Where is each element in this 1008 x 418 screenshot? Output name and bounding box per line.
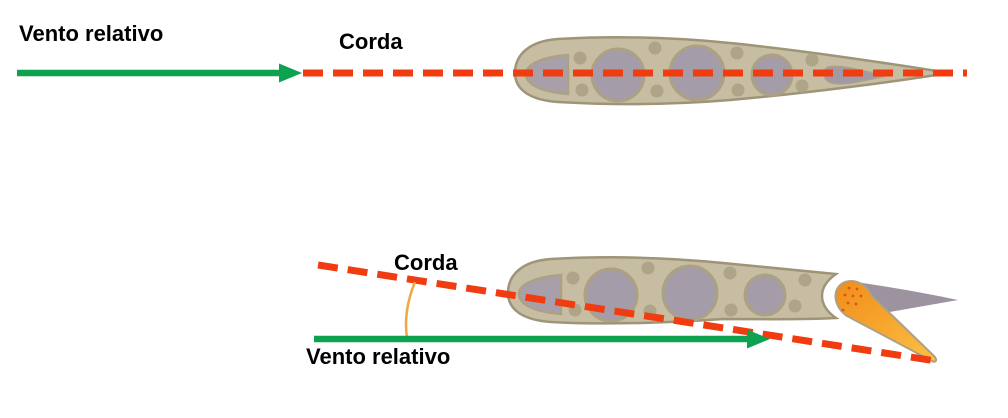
bottom-relative-wind-label: Vento relativo [306, 344, 451, 369]
surface-speckles [841, 286, 863, 312]
angle-of-attack-arc [404, 281, 417, 339]
airfoil-bottom [506, 256, 838, 325]
top-relative-wind-label: Vento relativo [19, 21, 164, 46]
figure-zero-aoa [17, 36, 967, 106]
relative-wind-arrowhead-top [279, 63, 302, 83]
figure-positive-aoa [314, 256, 958, 365]
relative-wind-arrowhead-bottom [747, 329, 770, 349]
top-chord-label: Corda [339, 29, 403, 54]
chord-line-bottom [317, 261, 937, 365]
bottom-chord-label: Corda [394, 250, 458, 275]
